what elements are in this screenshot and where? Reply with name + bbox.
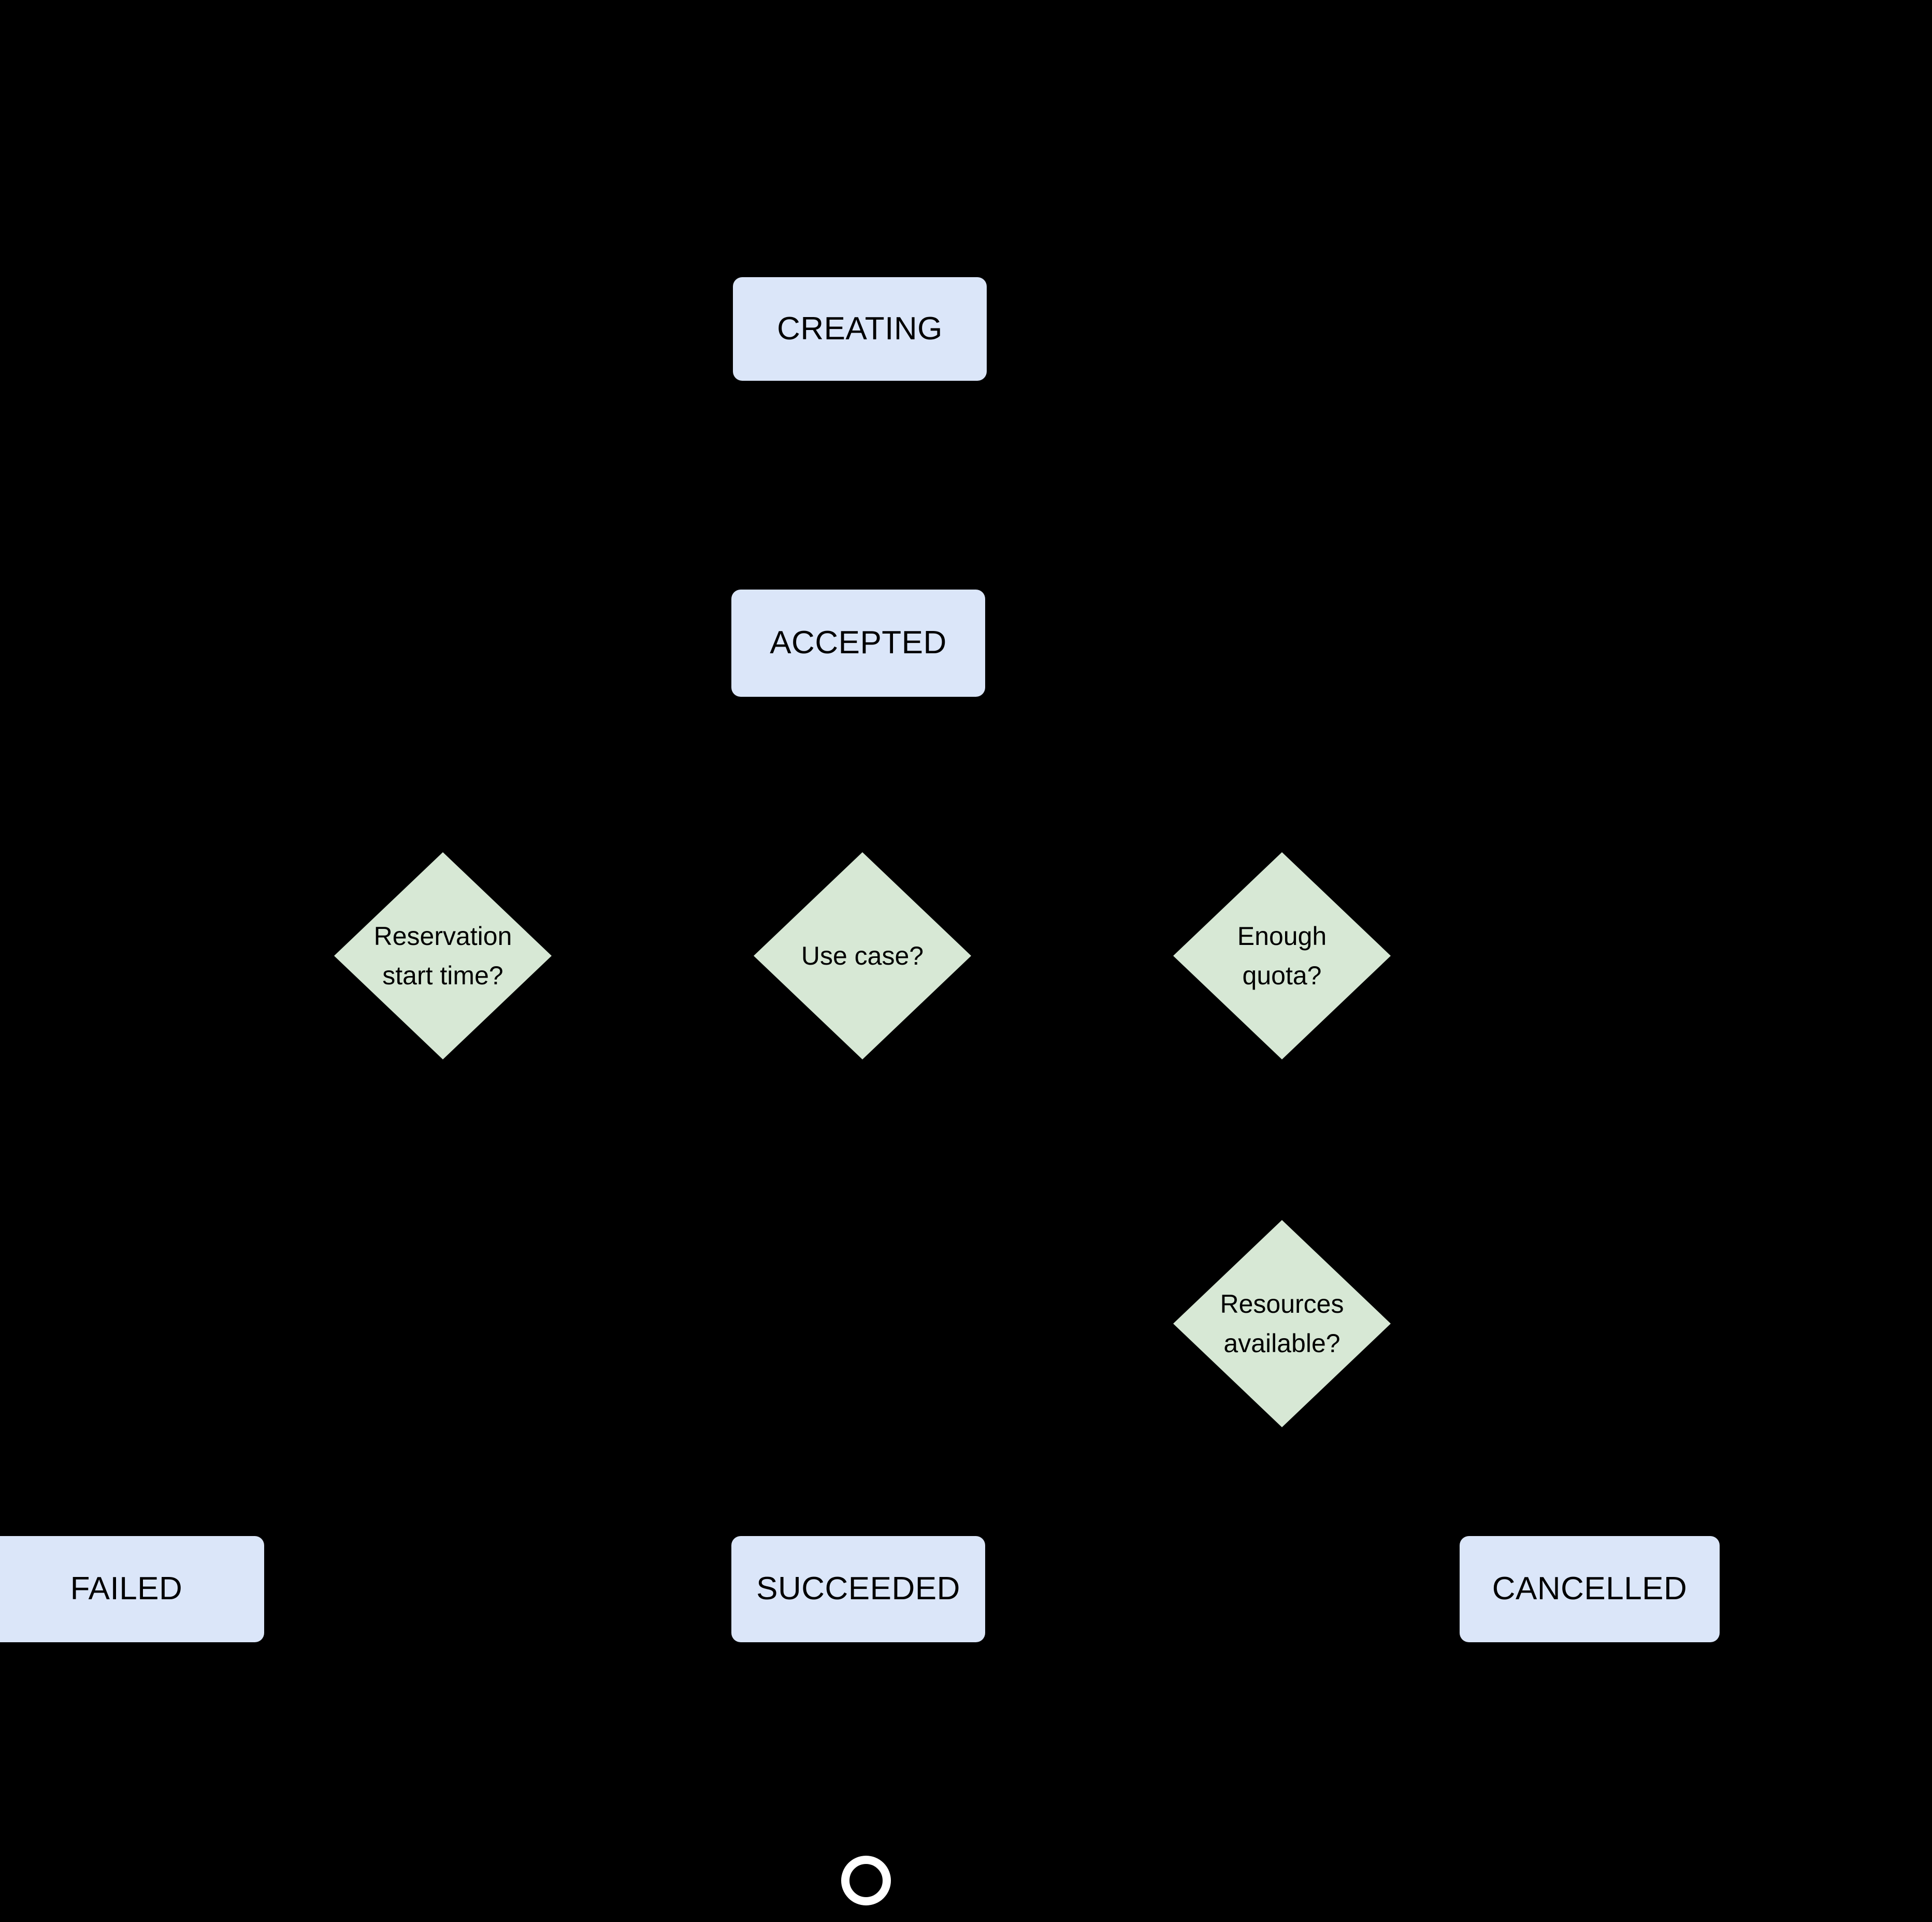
state-label-creating: CREATING	[777, 310, 943, 347]
decision-label-reservation-start-time: Reservation start time?	[373, 922, 512, 990]
decision-label-resources-available: Resources available?	[1220, 1289, 1344, 1358]
edge-reservation-start-time-to-failed	[114, 1059, 444, 1539]
decision-node-resources-available[interactable]: Resources available?	[1173, 1220, 1391, 1427]
edge-accepted-to-reservation-start-time	[430, 744, 858, 855]
decision-label-enough-quota: Enough quota?	[1237, 922, 1327, 990]
state-label-cancelled: CANCELLED	[1492, 1571, 1688, 1607]
terminal-end-circle	[841, 1856, 891, 1905]
decision-node-reservation-start-time[interactable]: Reservation start time?	[334, 852, 552, 1059]
decision-label-use-case: Use case?	[801, 941, 924, 970]
state-label-failed: FAILED	[70, 1571, 183, 1607]
state-node-creating[interactable]: CREATING	[733, 277, 987, 381]
state-node-accepted[interactable]: ACCEPTED	[731, 590, 985, 697]
state-node-cancelled[interactable]: CANCELLED	[1460, 1536, 1720, 1642]
state-node-succeeded[interactable]: SUCCEEDED	[731, 1536, 985, 1642]
edge-resources-available-to-cancelled	[1280, 1427, 1602, 1539]
decision-node-use-case[interactable]: Use case?	[754, 852, 971, 1059]
state-label-accepted: ACCEPTED	[770, 625, 947, 661]
decision-node-enough-quota[interactable]: Enough quota?	[1173, 852, 1391, 1059]
state-node-failed[interactable]: FAILED	[0, 1536, 264, 1642]
state-label-succeeded: SUCCEEDED	[756, 1571, 960, 1607]
edge-accepted-to-enough-quota	[858, 744, 1294, 855]
